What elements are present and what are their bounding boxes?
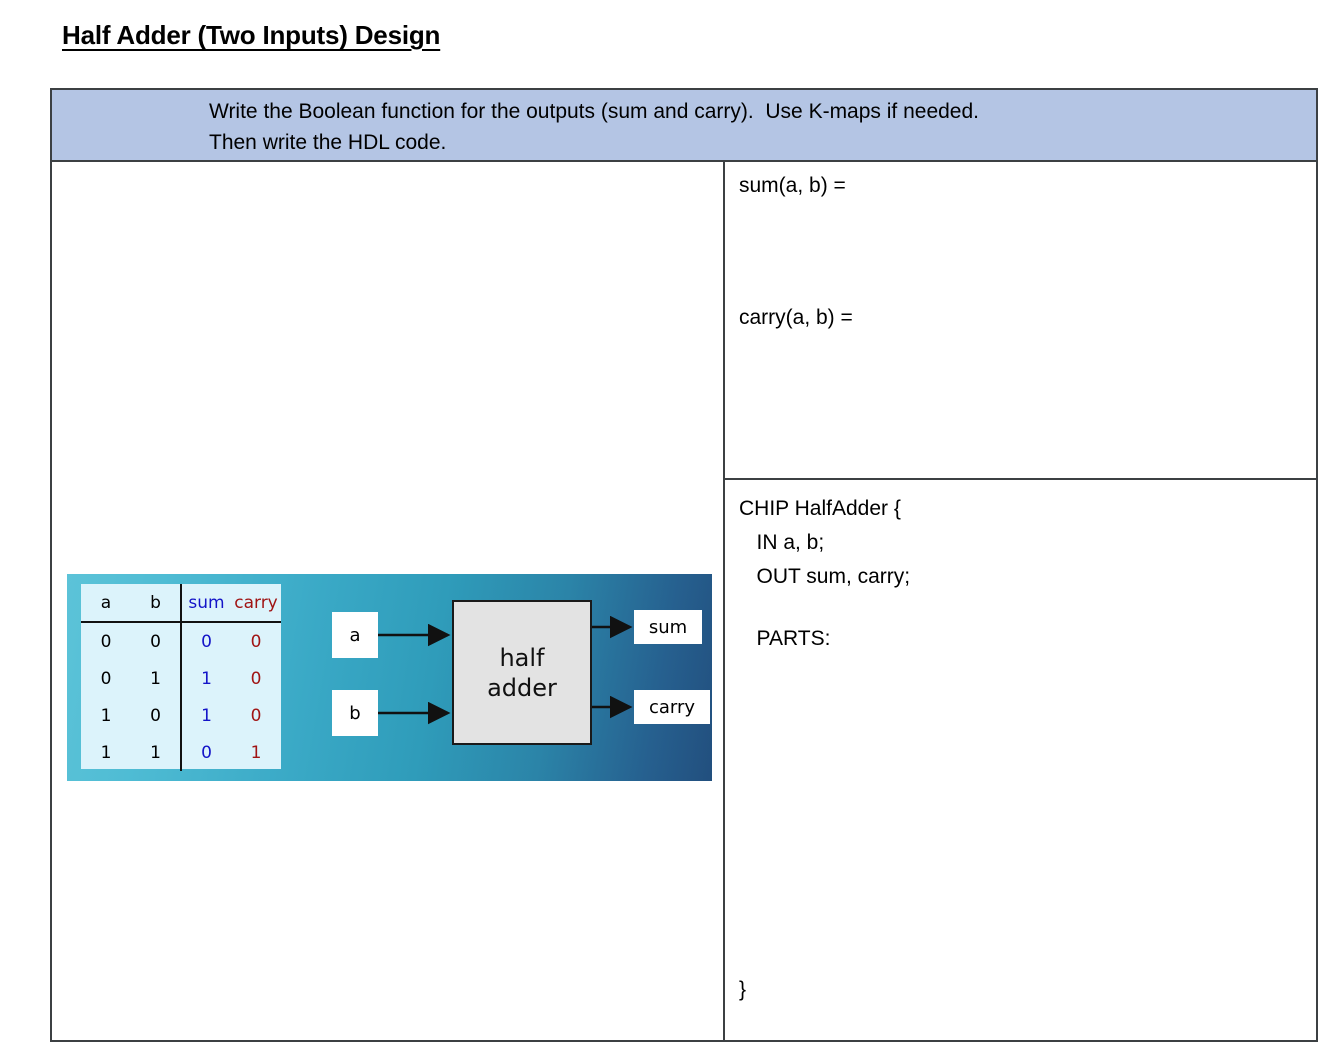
header-a: a bbox=[81, 584, 131, 623]
diagram-wires bbox=[378, 615, 633, 725]
hdl-line-parts: PARTS: bbox=[739, 627, 831, 650]
input-box-b: b bbox=[332, 690, 378, 736]
table-header-row: a b sum carry bbox=[81, 584, 281, 623]
output-box-carry: carry bbox=[634, 690, 710, 724]
header-sum: sum bbox=[181, 584, 231, 623]
cell-b: 0 bbox=[131, 697, 182, 734]
cell-sum: 1 bbox=[201, 668, 212, 689]
answer-column: sum(a, b) = carry(a, b) = CHIP HalfAdder… bbox=[725, 162, 1316, 1040]
cell-sum: 1 bbox=[201, 705, 212, 726]
worksheet-table: Write the Boolean function for the outpu… bbox=[50, 88, 1318, 1042]
carry-function-label: carry(a, b) = bbox=[739, 306, 853, 329]
prompt-line-2: Then write the HDL code. bbox=[209, 131, 447, 154]
half-adder-block: half adder bbox=[452, 600, 592, 745]
boolean-function-cell[interactable]: sum(a, b) = carry(a, b) = bbox=[725, 162, 1316, 480]
figure-column: a b sum carry 0 0 0 0 bbox=[52, 162, 725, 1040]
sum-function-label: sum(a, b) = bbox=[739, 174, 846, 197]
cell-sum: 0 bbox=[201, 742, 212, 763]
hdl-line-chip: CHIP HalfAdder { bbox=[739, 497, 901, 520]
prompt-line-1: Write the Boolean function for the outpu… bbox=[209, 100, 979, 123]
sum-answer-space[interactable] bbox=[739, 200, 1316, 304]
cell-b: 1 bbox=[131, 660, 182, 697]
cell-carry: 0 bbox=[250, 668, 262, 689]
block-diagram: a b half adder sum carry bbox=[332, 592, 710, 764]
header-carry: carry bbox=[231, 584, 281, 623]
cell-carry: 1 bbox=[250, 742, 262, 763]
hdl-blank-line bbox=[739, 594, 1316, 622]
table-row: 1 0 1 0 bbox=[81, 697, 281, 734]
page-title: Half Adder (Two Inputs) Design bbox=[62, 20, 441, 50]
header-b: b bbox=[131, 584, 182, 623]
cell-sum: 0 bbox=[201, 631, 212, 652]
hdl-line-out: OUT sum, carry; bbox=[739, 565, 911, 588]
hdl-code-cell[interactable]: CHIP HalfAdder { IN a, b; OUT sum, carry… bbox=[725, 480, 1316, 1040]
hdl-line-closing-brace: } bbox=[739, 978, 747, 1001]
cell-carry: 0 bbox=[250, 705, 262, 726]
hdl-line-in: IN a, b; bbox=[739, 531, 825, 554]
chip-label-line2: adder bbox=[487, 673, 557, 702]
cell-b: 1 bbox=[131, 734, 182, 771]
output-box-sum: sum bbox=[634, 610, 702, 644]
half-adder-figure: a b sum carry 0 0 0 0 bbox=[67, 574, 712, 781]
table-row: 0 1 1 0 bbox=[81, 660, 281, 697]
input-box-a: a bbox=[332, 612, 378, 658]
cell-a: 1 bbox=[100, 705, 112, 726]
cell-a: 1 bbox=[100, 742, 112, 763]
cell-a: 0 bbox=[100, 631, 112, 652]
cell-a: 0 bbox=[100, 668, 112, 689]
cell-carry: 0 bbox=[250, 631, 262, 652]
table-row: 0 0 0 0 bbox=[81, 622, 281, 660]
prompt-header-cell: Write the Boolean function for the outpu… bbox=[52, 90, 1316, 162]
worksheet-body: a b sum carry 0 0 0 0 bbox=[52, 162, 1316, 1040]
chip-label-line1: half bbox=[499, 643, 545, 672]
truth-table: a b sum carry 0 0 0 0 bbox=[81, 584, 281, 771]
table-row: 1 1 0 1 bbox=[81, 734, 281, 771]
cell-b: 0 bbox=[131, 622, 182, 660]
